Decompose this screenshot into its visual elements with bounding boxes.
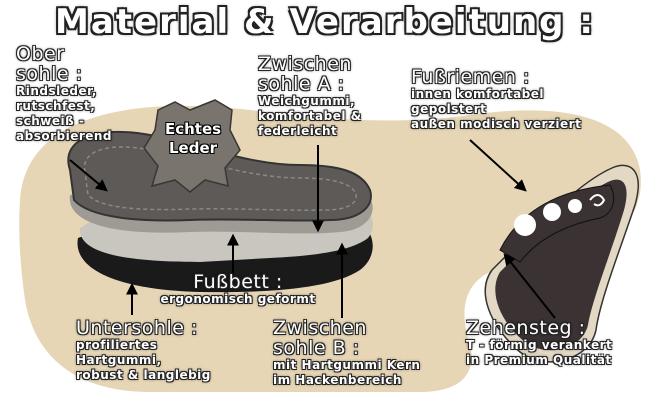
flower-icon <box>514 214 536 236</box>
badge-line: Echtes <box>164 120 222 138</box>
callout-zehensteg: Zehensteg : T - förmig verankert in Prem… <box>466 318 612 368</box>
callout-text: robust & langlebig <box>76 368 211 382</box>
callout-text: innen komfortabel <box>411 87 545 101</box>
callout-text: komfortabel & <box>258 109 362 123</box>
callout-text: in Premium Qualität <box>466 353 612 367</box>
page-title: Material & Verarbeitung : <box>55 2 595 42</box>
callout-text: absorbierend <box>16 129 113 143</box>
callout-heading: Untersohle : <box>76 317 198 339</box>
callout-text: rutschfest, <box>16 99 96 113</box>
callout-heading: sohle B : <box>273 337 360 359</box>
leather-badge: Echtes Leder <box>148 120 238 158</box>
callout-heading: Zwischen <box>258 53 352 75</box>
swirl-icon <box>589 194 606 207</box>
callout-text: Rindsleder, <box>16 84 97 98</box>
callout-heading: sohle A : <box>258 73 345 95</box>
callout-text: Weichgummi, <box>258 94 356 108</box>
callout-heading: Zehensteg : <box>466 317 586 339</box>
callout-heading: Ober <box>16 43 65 65</box>
flipflop-illustration <box>484 164 639 363</box>
callout-text: mit Hartgummi Kern <box>273 358 421 372</box>
callout-zwischensohle-b: Zwischen sohle B : mit Hartgummi Kern im… <box>273 318 420 388</box>
callout-fussbett: Fußbett : ergonomisch geformt <box>153 272 323 307</box>
badge-line: Leder <box>168 139 218 157</box>
callout-text: ergonomisch geformt <box>160 292 316 306</box>
callout-fussriemen: Fußriemen : innen komfortabel gepolstert… <box>411 67 581 132</box>
flipflop-strap <box>499 184 615 263</box>
callout-text: im Hackenbereich <box>273 373 402 387</box>
callout-heading: Fußbett : <box>193 271 283 293</box>
arrow-fussriemen <box>469 139 527 192</box>
leather-seal-icon <box>143 99 241 193</box>
callout-text: federleicht <box>258 124 338 138</box>
callout-text: gepolstert <box>411 102 487 116</box>
callout-text: außen modisch verziert <box>411 117 582 131</box>
callout-text: T - förmig verankert <box>466 338 613 352</box>
callout-untersohle: Untersohle : profiliertes Hartgummi, rob… <box>76 318 211 383</box>
callout-text: schweiß - <box>16 114 85 128</box>
arrow-zehensteg <box>503 253 556 319</box>
callout-heading: sohle : <box>16 63 83 85</box>
callout-zwischensohle-a: Zwischen sohle A : Weichgummi, komfortab… <box>258 54 362 139</box>
flower-icon <box>568 199 582 213</box>
flower-icon <box>543 203 561 221</box>
callout-text: profiliertes <box>76 338 158 352</box>
callout-heading: Fußriemen : <box>411 66 530 88</box>
arrow-obersohle <box>69 159 108 192</box>
flipflop-footbed <box>495 179 627 351</box>
callout-obersohle: Ober sohle : Rindsleder, rutschfest, sch… <box>16 44 112 144</box>
callout-heading: Zwischen <box>273 317 367 339</box>
callout-text: Hartgummi, <box>76 353 162 367</box>
